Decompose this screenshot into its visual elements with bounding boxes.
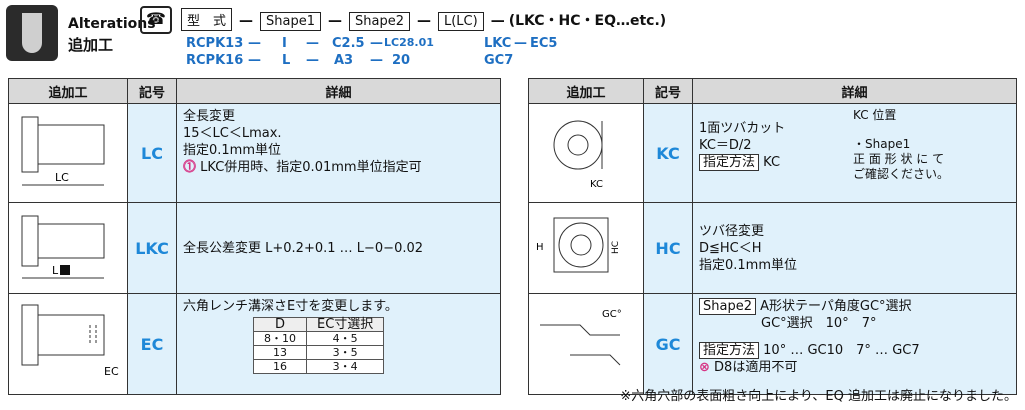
ec-diagram: EC [8, 293, 128, 395]
code-part-options: (LKC・HC・EQ…etc.) [508, 13, 667, 29]
col-detail: 詳細 [692, 78, 1017, 104]
code-ec: EC [127, 293, 177, 395]
svg-text:GC°: GC° [602, 309, 622, 320]
example-2-part: RCPK16 [186, 53, 244, 68]
title-ja: 追加工 [68, 36, 114, 54]
caution-icon: ⓵ [183, 160, 197, 175]
code-lc: LC [127, 103, 177, 203]
footnote: ※六角穴部の表面粗さ向上により、EQ 追加工は廃止になりました。 [620, 389, 1017, 404]
gc-diagram: GC° [528, 293, 644, 395]
code-part-type: 型 式 [181, 8, 233, 31]
code-gc: GC [643, 293, 693, 395]
example-1-shape2: C2.5 [332, 36, 365, 51]
code-kc: KC [643, 103, 693, 203]
detail-hc: ツバ径変更 D≦HC＜H 指定0.1mm単位 [692, 202, 1017, 294]
detail-kc: 1面ツバカット KC＝D/2 指定方法 KC KC 位置 ・Shape1 正 面… [692, 103, 1017, 203]
left-spec-table: 追加工 記号 詳細 LC LC 全長変更 15＜LC＜Lmax. 指定0.1mm… [8, 78, 501, 395]
title-en: Alterations [68, 16, 156, 32]
kc-diagram: KC [528, 103, 644, 203]
table-row: L LKC 全長公差変更 L+0.2+0.1 … L−0−0.02 [8, 202, 501, 294]
detail-lc: 全長変更 15＜LC＜Lmax. 指定0.1mm単位 ⓵ LKC併用時、指定0.… [176, 103, 501, 203]
example-1-l: LC28.01 [384, 36, 434, 49]
svg-text:HC: HC [611, 241, 621, 254]
example-1-shape1: I [282, 36, 287, 51]
table-row: KC KC 1面ツバカット KC＝D/2 指定方法 KC KC 位置 ・Shap… [528, 103, 1017, 203]
detail-lkc: 全長公差変更 L+0.2+0.1 … L−0−0.02 [176, 202, 501, 294]
lc-diagram: LC [8, 103, 128, 203]
col-alteration: 追加工 [8, 78, 128, 104]
example-2-opt1: GC7 [484, 53, 514, 68]
code-hc: HC [643, 202, 693, 294]
svg-text:KC: KC [590, 179, 603, 190]
table-row: GC° GC Shape2 A形状テーパ角度GC°選択 GC°選択 10° 7°… [528, 293, 1017, 395]
col-code: 記号 [127, 78, 177, 104]
right-spec-table: 追加工 記号 詳細 KC KC 1面ツバカット KC＝D/2 指定方法 KC K… [528, 78, 1017, 395]
col-alteration: 追加工 [528, 78, 644, 104]
code-part-shape2: Shape2 [349, 12, 410, 31]
svg-text:H: H [536, 242, 544, 253]
svg-text:EC: EC [104, 365, 119, 378]
table-row: H HC HC ツバ径変更 D≦HC＜H 指定0.1mm単位 [528, 202, 1017, 294]
example-1-opt2: EC5 [530, 36, 558, 51]
example-2-shape1: L [282, 53, 291, 68]
code-lkc: LKC [127, 202, 177, 294]
detail-gc: Shape2 A形状テーパ角度GC°選択 GC°選択 10° 7° 指定方法 1… [692, 293, 1017, 395]
example-2-l: 20 [392, 53, 411, 68]
example-2-shape2: A3 [334, 53, 354, 68]
table-row: LC LC 全長変更 15＜LC＜Lmax. 指定0.1mm単位 ⓵ LKC併用… [8, 103, 501, 203]
code-part-l: L(LC) [437, 12, 484, 31]
phone-icon: ☎ [140, 6, 172, 34]
example-1-part: RCPK13 [186, 36, 244, 51]
col-code: 記号 [643, 78, 693, 104]
hc-diagram: H HC [528, 202, 644, 294]
example-1-opt1: LKC [484, 36, 512, 51]
lkc-diagram: L [8, 202, 128, 294]
code-part-shape1: Shape1 [260, 12, 321, 31]
svg-text:LC: LC [55, 171, 69, 184]
alterations-icon [6, 5, 58, 61]
col-detail: 詳細 [176, 78, 501, 104]
svg-text:L: L [52, 264, 59, 277]
prohibited-icon: ⊗ [699, 360, 710, 375]
code-format: 型 式—Shape1—Shape2—L(LC)—(LKC・HC・EQ…etc.) [178, 8, 666, 31]
